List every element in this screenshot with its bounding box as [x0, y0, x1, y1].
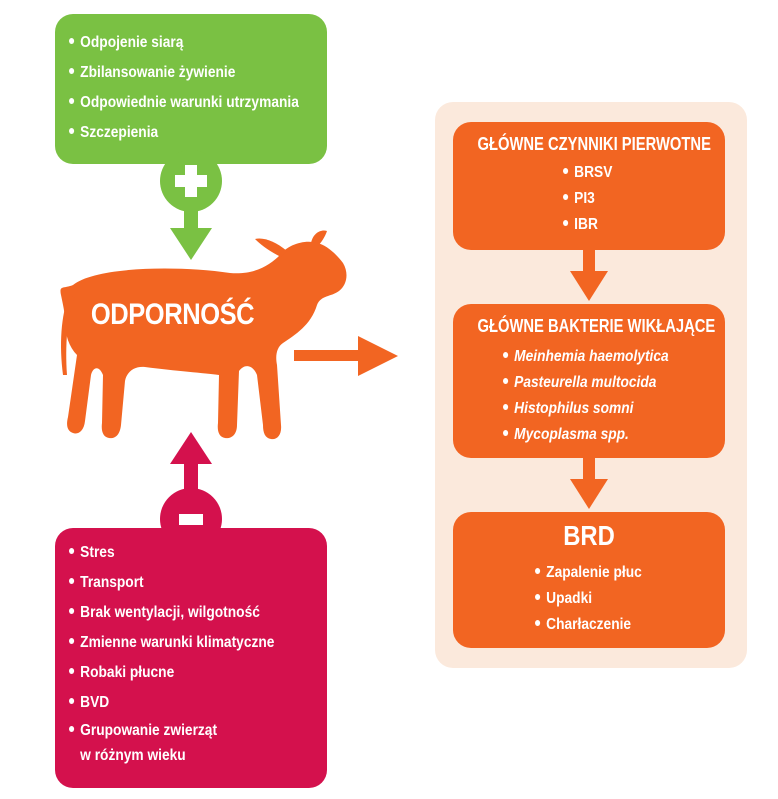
calf-label: ODPORNOŚĆ [90, 298, 255, 331]
list-item: Stres [69, 538, 274, 568]
bacteria-list: Meinhemia haemolytica Pasteurella multoc… [503, 344, 696, 448]
list-item: Robaki płucne [69, 658, 274, 688]
brd-box: BRD Zapalenie płuc Upadki Charłaczenie [453, 512, 725, 648]
list-item: Meinhemia haemolytica [503, 344, 669, 370]
arrow-down-icon [570, 249, 608, 301]
list-item: Zmienne warunki klimatyczne [69, 628, 274, 658]
bacteria-box: GŁÓWNE BAKTERIE WIKŁAJĄCE Meinhemia haem… [453, 304, 725, 458]
list-item: Grupowanie zwierząt [69, 718, 274, 744]
calf-silhouette [60, 230, 347, 440]
list-item: Mycoplasma spp. [503, 422, 669, 448]
list-item: Pasteurella multocida [503, 370, 669, 396]
list-item: w różnym wieku [80, 747, 186, 764]
list-item: Zapalenie płuc [535, 560, 642, 586]
positive-factors-list: Odpojenie siarą Zbilansowanie żywienie O… [69, 28, 336, 148]
list-item: Brak wentylacji, wilgotność [69, 598, 274, 628]
list-item: IBR [563, 212, 612, 238]
arrow-down-icon [170, 210, 212, 260]
primary-factors-title: GŁÓWNE CZYNNIKI PIERWOTNE [477, 134, 711, 154]
positive-factors-box: Odpojenie siarą Zbilansowanie żywienie O… [55, 14, 327, 164]
primary-factors-box: GŁÓWNE CZYNNIKI PIERWOTNE BRSV PI3 IBR [453, 122, 725, 250]
list-item: BRSV [563, 160, 612, 186]
bacteria-title: GŁÓWNE BAKTERIE WIKŁAJĄCE [477, 316, 716, 336]
arrow-right-icon [294, 336, 398, 376]
plus-arrow-down [160, 150, 222, 260]
negative-factors-box: Stres Transport Brak wentylacji, wilgotn… [55, 528, 327, 788]
brd-title: BRD [563, 520, 615, 551]
plus-icon [160, 150, 222, 212]
list-item: Odpojenie siarą [69, 28, 299, 58]
negative-factors-list: Stres Transport Brak wentylacji, wilgotn… [69, 538, 308, 768]
primary-factors-list: BRSV PI3 IBR [563, 160, 620, 238]
list-item: Charłaczenie [535, 612, 642, 638]
list-item: PI3 [563, 186, 612, 212]
list-item: Zbilansowanie żywienie [69, 58, 299, 88]
list-item: Transport [69, 568, 274, 598]
brd-list: Zapalenie płuc Upadki Charłaczenie [535, 560, 659, 638]
list-item: Upadki [535, 586, 642, 612]
list-item: Odpowiednie warunki utrzymania [69, 88, 299, 118]
arrow-down-icon [570, 457, 608, 509]
list-item: BVD [69, 688, 274, 718]
list-item: Histophilus somni [503, 396, 669, 422]
arrow-up-icon [170, 432, 212, 492]
list-item: Szczepienia [69, 118, 299, 148]
